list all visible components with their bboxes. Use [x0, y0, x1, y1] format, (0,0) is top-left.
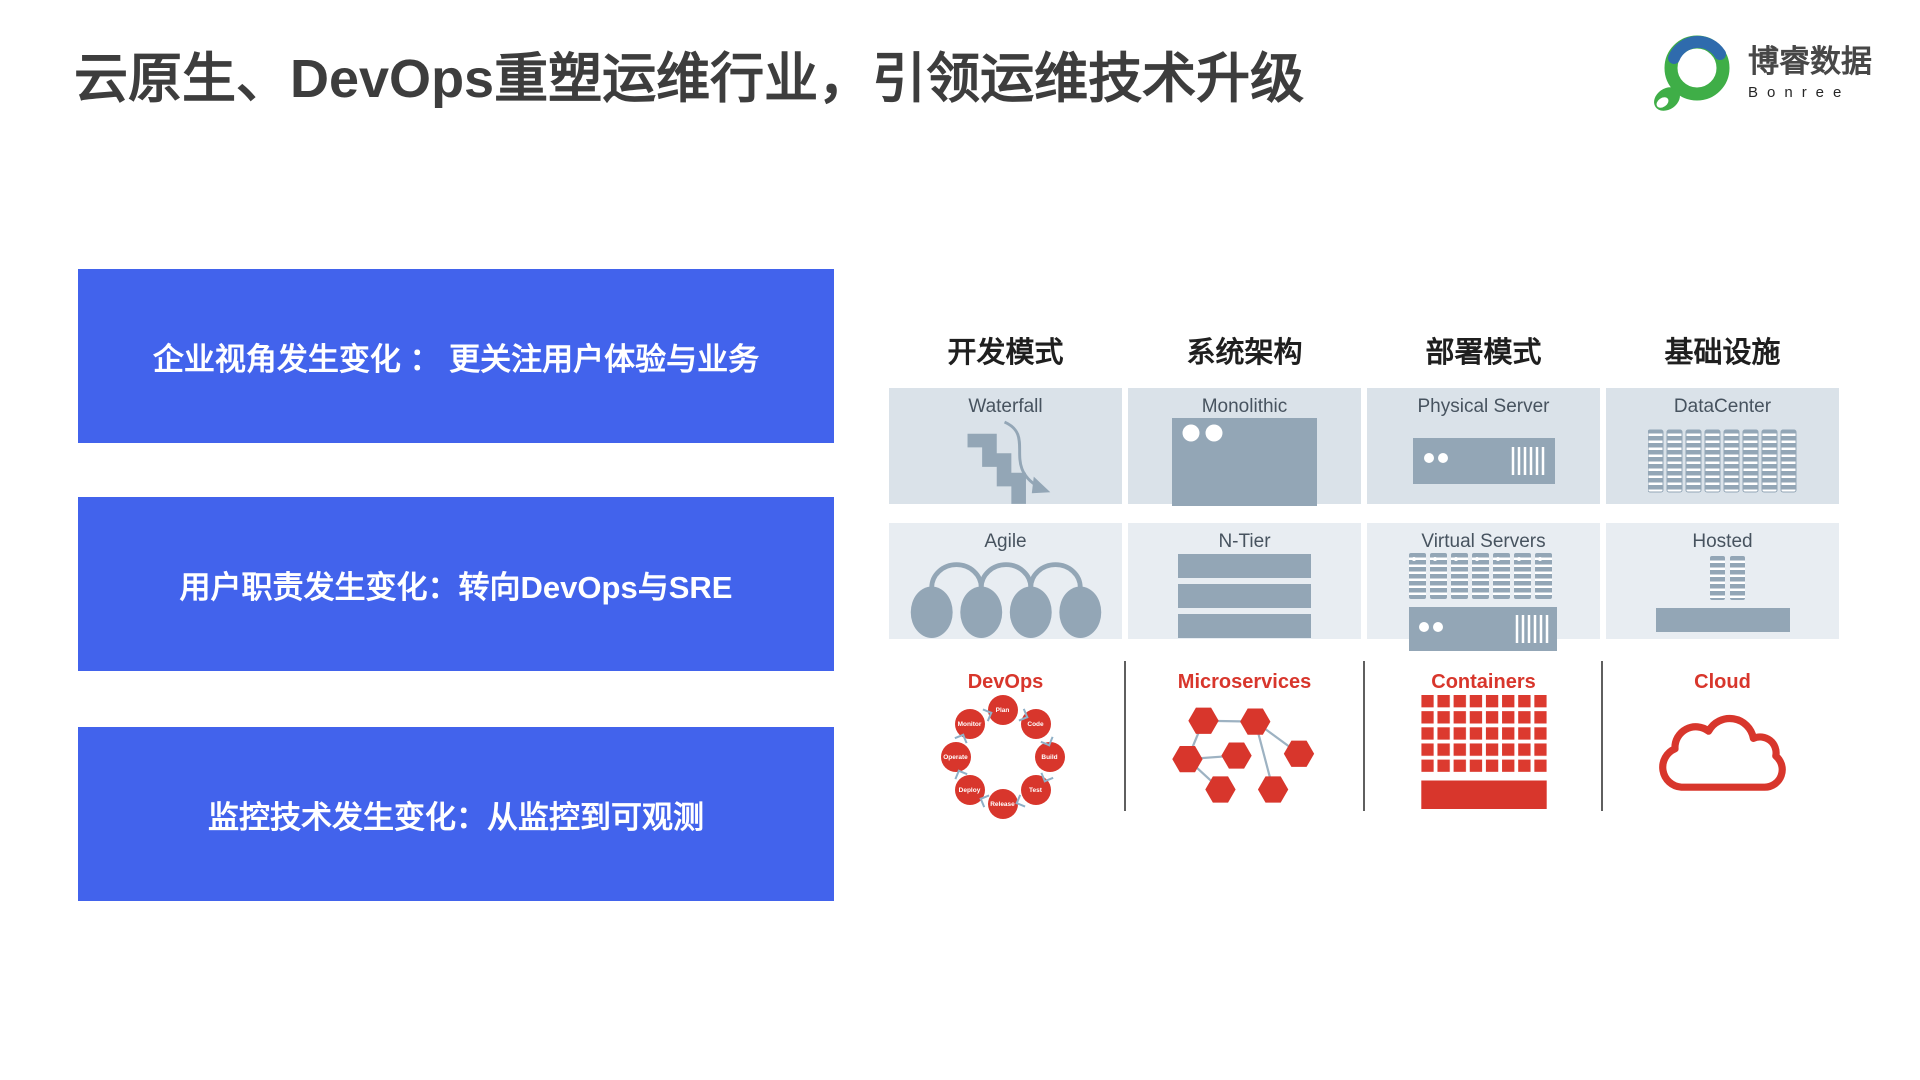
cell-virtual-servers: Virtual Servers — [1367, 523, 1600, 651]
cell-label: N-Tier — [1218, 531, 1271, 552]
cell-containers: Containers — [1367, 659, 1600, 811]
virtual-servers-icon — [1408, 552, 1557, 651]
column-header-dev-model: 开发模式 — [947, 337, 1064, 369]
highlight-text: 企业视角发生变化 ： 更关注用户体验与业务 — [152, 341, 760, 377]
hosted-icon — [1655, 555, 1790, 632]
devops-stage: Code — [1020, 709, 1051, 739]
highlight-panel-roles: 用户职责发生变化：转向DevOps与SRE — [78, 497, 834, 671]
page-title: 云原生、DevOps重塑运维行业，引领运维技术升级 — [74, 49, 1305, 109]
cloud-icon — [1658, 714, 1786, 791]
matrix-row-transitional: Agile N-Tier — [889, 523, 1839, 651]
highlight-text: 用户职责发生变化：转向DevOps与SRE — [179, 569, 733, 605]
n-tier-icon — [1178, 553, 1311, 638]
column-divider — [1363, 661, 1365, 811]
logo-latin: Bonree — [1748, 83, 1851, 101]
highlight-panel-perspective: 企业视角发生变化 ： 更关注用户体验与业务 — [78, 269, 834, 443]
devops-stage: Monitor — [954, 709, 985, 739]
highlight-text: 监控技术发生变化：从监控到可观测 — [208, 799, 704, 835]
cell-label: DevOps — [967, 671, 1044, 693]
column-divider — [1124, 661, 1126, 811]
cell-agile: Agile — [889, 523, 1122, 639]
column-header-architecture: 系统架构 — [1186, 337, 1303, 369]
bonree-logo-icon — [1654, 35, 1730, 111]
devops-stage: Operate — [940, 742, 971, 772]
matrix-row-modern: DevOps Plan Code Build Test Release Depl… — [889, 659, 1839, 819]
cell-label: DataCenter — [1673, 396, 1772, 417]
cell-label: Containers — [1431, 671, 1536, 693]
waterfall-icon — [967, 420, 1050, 504]
column-header-deployment: 部署模式 — [1425, 337, 1542, 369]
matrix-row-traditional: Waterfall Monolithic Physical Server — [889, 388, 1839, 506]
cell-label: Waterfall — [968, 396, 1043, 417]
cell-monolithic: Monolithic — [1128, 388, 1361, 506]
cell-n-tier: N-Tier — [1128, 523, 1361, 639]
devops-stage: Plan — [987, 695, 1018, 725]
physical-server-icon — [1412, 437, 1555, 484]
devops-stage: Build — [1034, 742, 1065, 772]
cell-label: Hosted — [1692, 531, 1753, 552]
logo-name: 博睿数据 — [1748, 44, 1872, 80]
bonree-logo: 博睿数据 Bonree — [1650, 28, 1872, 118]
monolithic-icon — [1172, 417, 1317, 506]
microservices-icon — [1171, 707, 1314, 803]
evolution-matrix: 开发模式 系统架构 部署模式 基础设施 Waterfall Monolithic — [889, 332, 1839, 819]
cell-waterfall: Waterfall — [889, 388, 1122, 504]
containers-icon — [1420, 695, 1547, 809]
column-divider — [1601, 661, 1603, 811]
cell-devops: DevOps Plan Code Build Test Release Depl… — [889, 659, 1122, 819]
cell-datacenter: DataCenter — [1606, 388, 1839, 504]
cell-label: Monolithic — [1201, 396, 1288, 417]
cell-label: Cloud — [1694, 671, 1751, 693]
devops-stage: Release — [987, 789, 1018, 819]
cell-label: Virtual Servers — [1421, 531, 1546, 552]
devops-stage: Test — [1020, 775, 1051, 805]
cell-label: Agile — [984, 531, 1027, 552]
devops-stage: Deploy — [954, 775, 985, 805]
cell-label: Microservices — [1177, 671, 1312, 693]
logo-text: 博睿数据 Bonree — [1748, 44, 1872, 101]
matrix-header-row: 开发模式 系统架构 部署模式 基础设施 — [889, 332, 1839, 374]
cell-hosted: Hosted — [1606, 523, 1839, 639]
agile-icon — [910, 562, 1101, 638]
column-header-infrastructure: 基础设施 — [1664, 337, 1781, 369]
cell-physical-server: Physical Server — [1367, 388, 1600, 504]
highlight-panel-monitoring: 监控技术发生变化：从监控到可观测 — [78, 727, 834, 901]
cell-microservices: Microservices — [1128, 659, 1361, 811]
cell-label: Physical Server — [1417, 396, 1550, 417]
datacenter-icon — [1647, 429, 1796, 493]
cell-cloud: Cloud — [1606, 659, 1839, 811]
devops-loop-icon: Plan Code Build Test Release Deploy Oper… — [928, 695, 1084, 819]
